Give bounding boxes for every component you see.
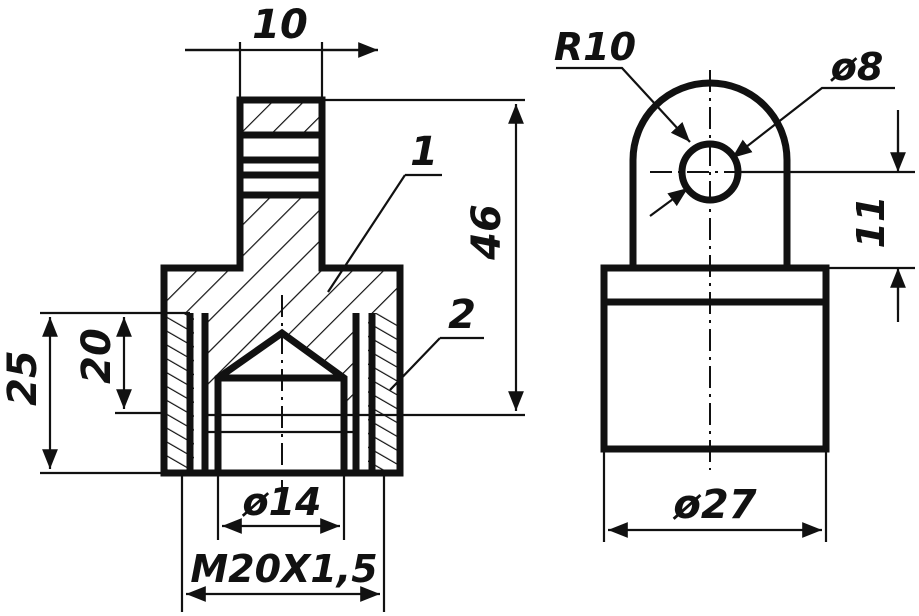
dim-label-46: 46 xyxy=(464,204,510,261)
side-outline xyxy=(600,264,830,453)
callout-label-2: 2 xyxy=(448,292,476,338)
dim-label-11: 11 xyxy=(849,196,893,249)
cavity-bottom-lines xyxy=(205,413,356,434)
callout-label-1: 1 xyxy=(410,129,438,175)
dim-label-10: 10 xyxy=(252,2,308,48)
section-view: 10 46 25 20 ø14 M20X1,5 1 2 xyxy=(0,2,525,612)
callout-leader-2 xyxy=(389,336,484,391)
leader-d8-lower xyxy=(649,187,689,217)
body-hatched-region xyxy=(164,100,400,405)
dim-label-20: 20 xyxy=(74,328,120,384)
dim-label-14: ø14 xyxy=(242,480,322,524)
section-outline xyxy=(160,96,404,477)
dim-label-thread: M20X1,5 xyxy=(190,547,377,591)
dim-label-r10: R10 xyxy=(554,25,636,69)
callout-leader-1 xyxy=(327,173,442,293)
leader-r10 xyxy=(556,66,691,143)
leader-d8 xyxy=(731,86,895,159)
inner-walls xyxy=(186,313,376,473)
extension-lines xyxy=(40,42,525,612)
side-extension-lines xyxy=(602,170,915,542)
dim-label-25: 25 xyxy=(0,350,46,406)
dim-label-27: ø27 xyxy=(672,482,756,528)
dim-label-d8: ø8 xyxy=(830,45,884,89)
lug-hole-edges xyxy=(240,131,322,199)
side-view: R10 ø8 11 ø27 xyxy=(554,25,915,542)
